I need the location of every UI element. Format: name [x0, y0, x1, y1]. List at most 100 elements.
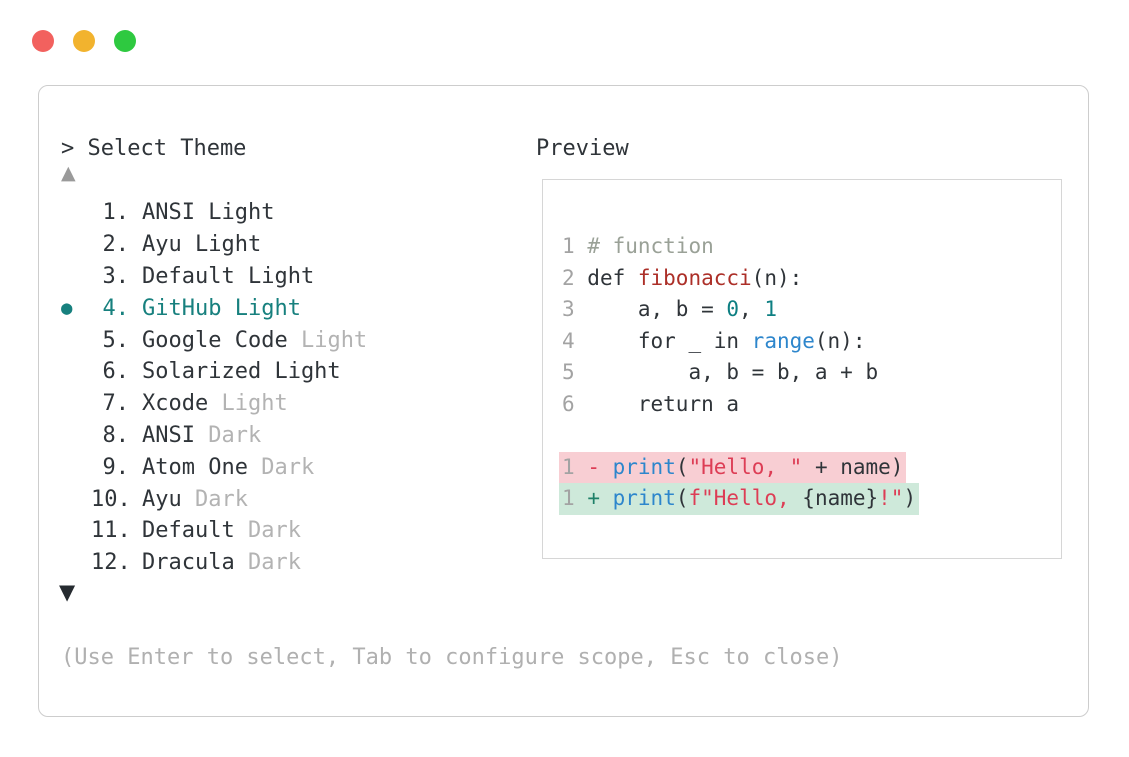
- code-token: !": [878, 486, 904, 510]
- code-token: range: [751, 328, 815, 353]
- code-token: def: [574, 265, 638, 290]
- diff-highlight: 1 - print("Hello, " + name): [559, 451, 907, 483]
- code-token: "Hello, ": [688, 454, 803, 479]
- code-token: [575, 486, 588, 510]
- theme-list-item[interactable]: 8. ANSI Dark: [61, 420, 501, 452]
- theme-item-number: 10.: [91, 486, 131, 512]
- theme-item-label: Xcode Light: [142, 391, 288, 417]
- theme-item-number: 9.: [102, 454, 130, 480]
- window-controls: [32, 30, 136, 52]
- theme-list-item[interactable]: 11.Default Dark: [61, 515, 501, 547]
- theme-item-number: 2.: [102, 232, 130, 258]
- theme-item-label: Dracula Dark: [142, 550, 301, 576]
- code-token: (: [675, 486, 689, 510]
- code-token: # function: [587, 234, 714, 258]
- theme-list-item[interactable]: 9. Atom One Dark: [61, 451, 501, 483]
- scroll-down-icon[interactable]: ▼: [59, 580, 76, 604]
- theme-item-number: 6.: [102, 359, 130, 385]
- code-token: [575, 455, 588, 479]
- theme-item-variant: Light: [221, 391, 288, 417]
- code-line: 4 for _ in range(n):: [562, 326, 1061, 358]
- code-token: {name}: [802, 486, 879, 510]
- theme-item-number: 8.: [102, 422, 130, 448]
- theme-item-label: Google Code Light: [142, 327, 368, 353]
- code-token: 1: [764, 297, 777, 321]
- keyboard-hint: (Use Enter to select, Tab to configure s…: [61, 645, 843, 670]
- theme-list-item[interactable]: 6. Solarized Light: [61, 356, 501, 388]
- theme-list: 1. ANSI Light 2. Ayu Light 3.Default Light ● 4…: [61, 197, 501, 579]
- theme-item-number: 3.: [102, 263, 130, 289]
- diff-line-added: 1 + print(f"Hello, {name}!"): [559, 483, 1061, 515]
- code-token: f"Hello,: [688, 486, 803, 510]
- code-line: [562, 420, 1061, 452]
- code-line: 5 a, b = b, a + b: [562, 357, 1061, 389]
- zoom-button[interactable]: [114, 30, 136, 52]
- theme-item-variant: Dark: [247, 550, 301, 576]
- theme-item-number: 5.: [102, 327, 130, 353]
- code-token: [600, 455, 613, 479]
- line-number: 5: [562, 360, 575, 384]
- code-line: 1 # function: [562, 231, 1061, 263]
- code-token: for _ in: [574, 328, 752, 353]
- code-token: + name): [802, 454, 904, 479]
- theme-list-item[interactable]: 3.Default Light: [61, 261, 501, 293]
- line-number: 2: [562, 265, 575, 290]
- code-token: print: [612, 454, 676, 479]
- theme-picker-window: > Select Theme Preview ▲ 1. ANSI Light 2. A…: [38, 85, 1089, 717]
- code-token: 0: [726, 297, 740, 321]
- theme-item-label: GitHub Light: [142, 295, 301, 321]
- code-token: +: [587, 486, 600, 510]
- theme-item-label: Atom One Dark: [142, 454, 315, 480]
- line-number: 1: [562, 486, 575, 510]
- theme-list-item[interactable]: 1. ANSI Light: [61, 197, 501, 229]
- code-token: (: [675, 454, 689, 479]
- code-token: (n):: [751, 265, 803, 290]
- theme-list-item[interactable]: 7. Xcode Light: [61, 388, 501, 420]
- code-token: a, b =: [574, 297, 727, 321]
- theme-list-item[interactable]: ● 4. GitHub Light: [61, 292, 501, 324]
- theme-item-label: Default Dark: [142, 518, 301, 544]
- line-number: 1: [562, 454, 575, 479]
- minimize-button[interactable]: [73, 30, 95, 52]
- theme-item-label: ANSI Dark: [142, 422, 262, 448]
- code-token: [600, 486, 613, 510]
- line-number: 6: [562, 391, 575, 416]
- theme-item-label: ANSI Light: [142, 200, 275, 226]
- code-line: 6 return a: [562, 389, 1061, 421]
- line-number: 1: [562, 234, 575, 258]
- code-token: -: [587, 454, 600, 479]
- code-token: ,: [739, 297, 765, 321]
- theme-item-variant: Light: [300, 327, 368, 353]
- code-token: ): [903, 486, 917, 510]
- theme-list-item[interactable]: 10. Ayu Dark: [61, 483, 501, 515]
- diff-line-removed: 1 - print("Hello, " + name): [559, 451, 1061, 483]
- code-token: fibonacci: [637, 265, 752, 290]
- code-token: a, b = b, a + b: [574, 360, 879, 384]
- theme-item-variant: Dark: [261, 454, 315, 480]
- code-token: return a: [574, 391, 740, 416]
- selected-bullet-icon: ●: [61, 297, 73, 320]
- code-token: [575, 234, 588, 258]
- theme-list-item[interactable]: 2. Ayu Light: [61, 229, 501, 261]
- theme-item-label: Ayu Light: [142, 232, 262, 258]
- theme-item-number: 7.: [102, 391, 130, 417]
- line-number: 3: [562, 297, 575, 321]
- theme-list-item[interactable]: 12.Dracula Dark: [61, 547, 501, 579]
- preview-heading: Preview: [536, 136, 629, 161]
- theme-item-variant: Dark: [247, 518, 301, 544]
- theme-item-number: 1.: [102, 200, 130, 226]
- theme-item-variant: Dark: [208, 422, 262, 448]
- close-button[interactable]: [32, 30, 54, 52]
- theme-list-item[interactable]: 5. Google Code Light: [61, 324, 501, 356]
- scroll-up-icon[interactable]: ▲: [61, 162, 76, 184]
- theme-item-number: 4.: [102, 295, 130, 321]
- theme-item-label: Ayu Dark: [142, 486, 248, 512]
- theme-item-label: Solarized Light: [142, 359, 341, 385]
- code-token: (n):: [814, 328, 866, 353]
- select-theme-prompt: > Select Theme: [61, 136, 247, 161]
- theme-item-variant: Dark: [194, 486, 248, 512]
- code-line: 3 a, b = 0, 1: [562, 294, 1061, 326]
- line-number: 4: [562, 328, 575, 353]
